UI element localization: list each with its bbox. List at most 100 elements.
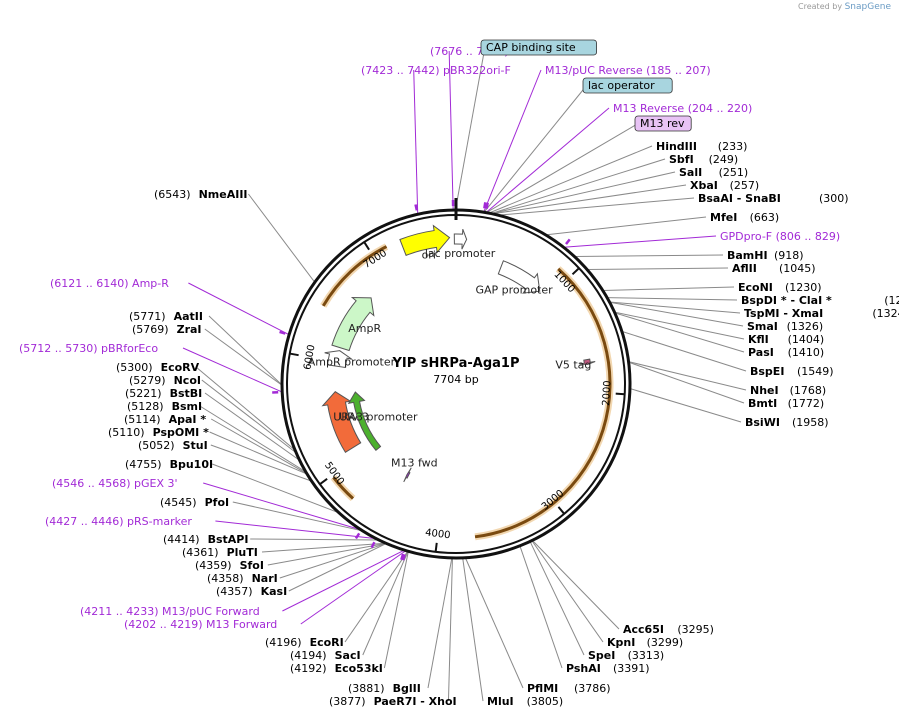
- enzyme-name: SalI: [679, 166, 702, 179]
- leader-line: [250, 538, 380, 541]
- feature-ampr-promoter: [324, 350, 353, 369]
- leader-line: [483, 69, 542, 213]
- enzyme-name: StuI: [183, 439, 208, 452]
- leader-line: [208, 315, 283, 386]
- leader-line: [188, 282, 290, 336]
- leader-line: [447, 557, 453, 702]
- enzyme-name: PfoI: [205, 496, 230, 509]
- enzyme-position: (5300): [116, 361, 153, 374]
- leader-line: [462, 557, 484, 702]
- leader-line: [628, 361, 745, 404]
- leader-line: [182, 347, 283, 393]
- leader-line: [248, 193, 316, 283]
- primer-label: M13/pUC Reverse (185 .. 207): [545, 64, 711, 77]
- enzyme-position: (1404): [788, 333, 825, 346]
- leader-line: [204, 392, 300, 461]
- enzyme-name: MfeI: [710, 211, 737, 224]
- primer-site-mark: [414, 204, 419, 211]
- feature-lac-promoter: [453, 228, 468, 250]
- boxed-feature-label-bg: [634, 115, 692, 132]
- enzyme-position: (1768): [790, 384, 827, 397]
- feature-label: M13 fwd: [391, 457, 438, 470]
- primer-site-mark: [565, 238, 571, 245]
- leader-line: [448, 50, 454, 211]
- enzyme-position: (4414): [163, 533, 200, 546]
- enzyme-name: KflI: [748, 333, 769, 346]
- enzyme-name: NheI: [750, 384, 779, 397]
- plasmid-backbone: [280, 198, 632, 560]
- leader-line: [498, 197, 695, 216]
- enzyme-name: ApaI *: [169, 413, 207, 426]
- enzyme-position: (3786): [574, 682, 611, 695]
- credit-prefix: Created by: [798, 2, 843, 11]
- enzyme-name: Bpu10I: [170, 458, 214, 471]
- primer-site-mark: [483, 202, 487, 209]
- primer-label: (7423 .. 7442) pBR322ori-F: [361, 64, 511, 77]
- leader-line: [621, 330, 747, 372]
- primer-label: (4427 .. 4446) pRS-marker: [45, 515, 192, 528]
- tick-mark: [319, 478, 328, 485]
- leader-line: [413, 69, 419, 215]
- enzyme-position: (5221): [125, 387, 162, 400]
- tick-label: 4000: [424, 527, 451, 541]
- primer-label: (4546 .. 4568) pGEX 3': [52, 477, 178, 490]
- enzyme-name: PflMI: [527, 682, 558, 695]
- leader-line: [267, 542, 387, 566]
- primer-label: M13 Reverse (204 .. 220): [613, 102, 752, 115]
- leader-line: [383, 551, 409, 669]
- enzyme-name: BamHI: [727, 249, 768, 262]
- enzyme-position: (1230): [785, 281, 822, 294]
- tick-mark: [363, 241, 370, 251]
- boxed-feature-label: M13 rev: [640, 117, 685, 130]
- leader-line: [614, 312, 745, 353]
- feature-ura3: [321, 391, 362, 453]
- enzyme-name: NcoI: [174, 374, 201, 387]
- leader-line: [485, 122, 640, 214]
- leader-line: [288, 542, 387, 592]
- map-center: YIP sHRPa-Aga1P 7704 bp: [392, 356, 520, 386]
- tick-mark: [557, 506, 565, 515]
- enzyme-position: (3805): [527, 695, 564, 708]
- feature-label: AmpR: [348, 322, 381, 335]
- enzyme-position: (5771): [129, 310, 166, 323]
- primer-label: (4202 .. 4219) M13 Forward: [124, 618, 277, 631]
- leader-line: [614, 311, 745, 340]
- enzyme-position: (5769): [132, 323, 169, 336]
- primer-label: (6121 .. 6140) Amp-R: [50, 277, 169, 290]
- enzyme-name: XbaI: [690, 179, 718, 192]
- outer-arc-orf: [474, 267, 612, 539]
- enzyme-position: (3877): [329, 695, 366, 708]
- leader-line: [201, 379, 297, 454]
- feature-label: URA3 promoter: [333, 411, 418, 424]
- enzyme-position: (4545): [160, 496, 197, 509]
- leader-line: [531, 540, 620, 630]
- enzyme-name: EcoRV: [161, 361, 200, 374]
- leader-line: [209, 431, 308, 475]
- feature-gap-promoter: [497, 260, 541, 294]
- leader-line: [300, 550, 407, 625]
- primer-label: (4211 .. 4233) M13/pUC Forward: [80, 605, 260, 618]
- leader-line: [628, 361, 747, 391]
- enzyme-name: BsaAI - SnaBI: [698, 192, 781, 205]
- enzyme-position: (663): [750, 211, 780, 224]
- enzyme-position: (233): [718, 140, 748, 153]
- primer-site-mark: [401, 554, 406, 561]
- enzyme-position: (4361): [182, 546, 219, 559]
- enzyme-name: SpeI: [588, 649, 615, 662]
- leader-line: [586, 267, 729, 270]
- enzyme-name: KasI: [261, 585, 288, 598]
- leader-line: [210, 418, 308, 475]
- enzyme-name: AflII: [732, 262, 757, 275]
- enzyme-name: SbfI: [669, 153, 694, 166]
- boxed-feature-label: CAP binding site: [486, 41, 576, 54]
- enzyme-name: EcoRI: [310, 636, 344, 649]
- boxed-feature-label-bg: [480, 39, 597, 56]
- leader-line: [282, 549, 405, 612]
- enzyme-name: KpnI: [607, 636, 635, 649]
- enzyme-position: (4359): [195, 559, 232, 572]
- enzyme-position: (4357): [216, 585, 253, 598]
- enzyme-position: (3295): [677, 623, 714, 636]
- enzyme-position: (1326): [787, 320, 824, 333]
- leader-line: [464, 557, 524, 689]
